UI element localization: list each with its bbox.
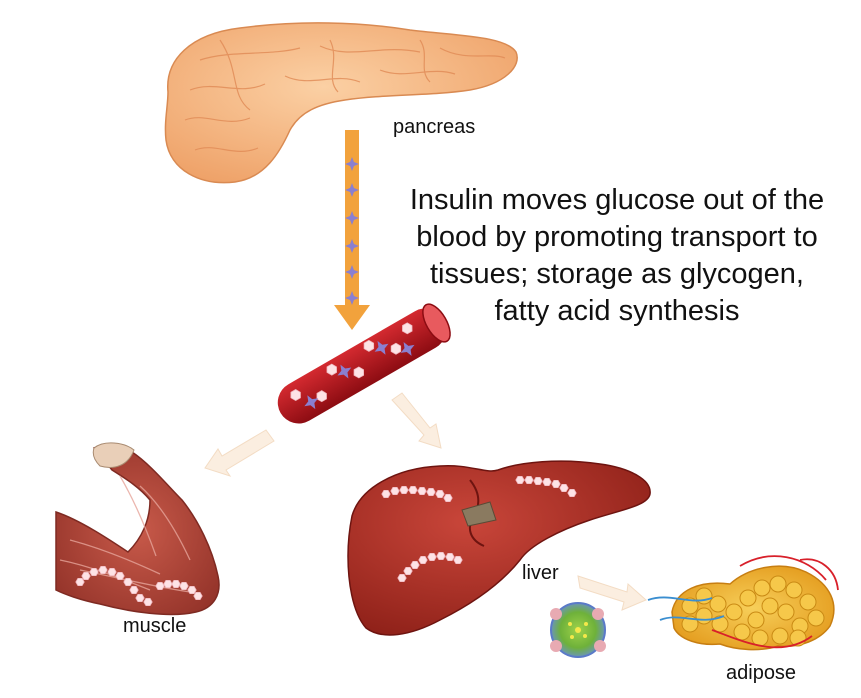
caption-line: tissues; storage as glycogen, <box>430 258 804 290</box>
glycogen-unit-icon <box>163 580 173 588</box>
liver-glycogen-chain <box>381 475 577 582</box>
insulin-markers-group <box>345 157 359 305</box>
fat-globule <box>711 615 729 633</box>
fat-globule <box>681 597 699 615</box>
glycogen-unit-icon <box>390 486 400 496</box>
fat-globule <box>761 597 779 615</box>
glycogen-unit-icon <box>435 489 445 499</box>
glycogen-unit-icon <box>187 586 197 594</box>
arrow-liver-to-adipose <box>577 575 647 611</box>
fat-globule <box>695 607 713 625</box>
fat-globule <box>709 595 727 613</box>
glycogen-unit-icon <box>143 598 153 606</box>
glycogen-unit-icon <box>155 582 165 590</box>
insulin-marker-icon <box>345 291 359 305</box>
glycogen-unit-icon <box>115 572 125 580</box>
glycogen-unit-icon <box>408 485 418 495</box>
glycogen-unit-icon <box>129 586 139 594</box>
glycogen-unit-icon <box>551 479 561 489</box>
liver-label: liver <box>522 562 559 584</box>
glycogen-unit-icon <box>179 582 189 590</box>
glycogen-unit-icon <box>436 552 446 560</box>
fat-globule <box>695 587 713 605</box>
arrow-to-liver <box>391 392 442 449</box>
glycogen-unit-icon <box>171 580 181 588</box>
adipose-tissue <box>647 555 839 651</box>
fat-globule <box>753 579 771 597</box>
fat-globule <box>769 575 787 593</box>
insulin-marker-icon <box>345 183 359 197</box>
muscle-glycogen-chain <box>75 566 203 606</box>
glycogen-unit-icon <box>397 574 407 582</box>
caption-line: blood by promoting transport to <box>416 221 818 253</box>
fat-globule <box>777 603 795 621</box>
insulin-icon <box>337 364 352 379</box>
pancreas-organ <box>164 22 518 184</box>
vessel-contents-group <box>290 322 415 410</box>
glycogen-unit-icon <box>98 566 108 574</box>
glycogen-unit-icon <box>135 594 145 602</box>
glucose-icon <box>326 363 337 376</box>
muscle-label: muscle <box>123 615 187 637</box>
muscle-arm <box>55 442 220 616</box>
arrow-to-muscle <box>204 429 275 477</box>
glycogen-unit-icon <box>427 553 437 561</box>
glycogen-unit-icon <box>193 592 203 600</box>
glycogen-unit-icon <box>403 567 413 575</box>
glycogen-unit-icon <box>410 561 420 569</box>
fat-cell <box>550 602 606 658</box>
glucose-icon <box>390 342 402 355</box>
pancreas-label: pancreas <box>393 116 476 138</box>
glycogen-unit-icon <box>533 476 543 486</box>
insulin-icon <box>304 395 319 410</box>
glycogen-unit-icon <box>524 475 534 485</box>
glycogen-unit-icon <box>81 572 91 580</box>
insulin-marker-icon <box>345 265 359 279</box>
fat-globule <box>807 609 825 627</box>
adipose-label: adipose <box>726 662 797 684</box>
glycogen-unit-icon <box>107 568 117 576</box>
blood-vessel <box>277 303 451 424</box>
fat-globule <box>747 611 765 629</box>
glycogen-unit-icon <box>445 553 455 561</box>
glycogen-unit-icon <box>399 485 409 495</box>
fat-globule <box>771 627 789 645</box>
insulin-marker-icon <box>345 211 359 225</box>
glucose-icon <box>353 366 365 379</box>
glucose-icon <box>363 339 375 352</box>
glucose-icon <box>290 389 301 402</box>
insulin-marker-icon <box>345 157 359 171</box>
fat-globule <box>785 581 803 599</box>
glycogen-unit-icon <box>75 578 85 586</box>
caption-line: fatty acid synthesis <box>494 295 740 327</box>
caption-line: Insulin moves glucose out of the <box>409 184 825 216</box>
fat-globule <box>799 593 817 611</box>
fat-globule <box>725 603 743 621</box>
insulin-icon <box>374 340 389 355</box>
glucose-icon <box>402 322 413 335</box>
glycogen-unit-icon <box>381 489 391 499</box>
fat-globules-group <box>681 575 825 647</box>
glycogen-unit-icon <box>515 475 525 485</box>
glycogen-unit-icon <box>542 477 552 487</box>
glycogen-unit-icon <box>426 487 436 497</box>
fat-globule <box>733 623 751 641</box>
glycogen-unit-icon <box>567 488 577 498</box>
glycogen-unit-icon <box>418 556 428 564</box>
insulin-caption: Insulin moves glucose out of the blood b… <box>378 182 856 330</box>
fat-globule <box>739 589 757 607</box>
glycogen-unit-icon <box>559 483 569 493</box>
glycogen-unit-icon <box>453 556 463 564</box>
liver-organ <box>347 460 651 636</box>
insulin-marker-icon <box>345 239 359 253</box>
glycogen-unit-icon <box>89 568 99 576</box>
glycogen-unit-icon <box>443 493 453 503</box>
glycogen-unit-icon <box>123 578 133 586</box>
glycogen-unit-icon <box>417 486 427 496</box>
insulin-icon <box>400 342 415 356</box>
